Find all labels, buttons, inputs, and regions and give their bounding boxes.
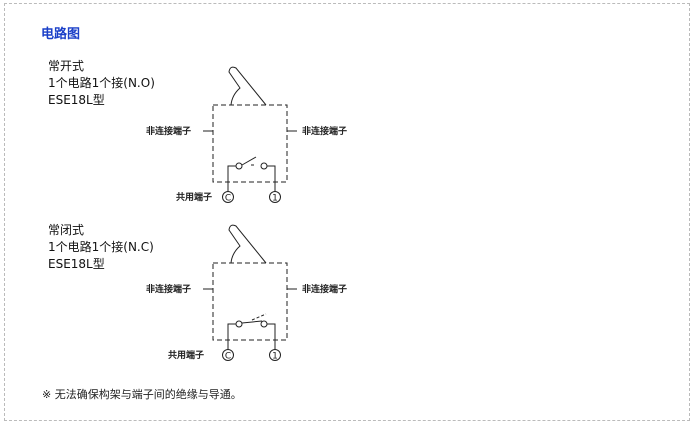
- no-right-label: 非连接端子: [302, 127, 348, 137]
- svg-text:1: 1: [272, 352, 278, 362]
- section-title: 电路图: [41, 27, 81, 42]
- svg-text:1: 1: [272, 194, 278, 204]
- nc-type: 常闭式: [48, 223, 85, 237]
- no-common-label: 共用端子: [176, 193, 213, 203]
- footnote: ※ 无法确保构架与端子间的绝缘与导通。: [42, 388, 242, 401]
- no-type: 常开式: [48, 59, 85, 73]
- nc-terminal-1: 1: [269, 349, 281, 362]
- no-common-terminal: C: [222, 191, 234, 204]
- nc-circuit: 1个电路1个接(N.C): [48, 240, 154, 254]
- no-left-label: 非连接端子: [146, 127, 192, 137]
- nc-common-label: 共用端子: [168, 351, 205, 361]
- svg-text:C: C: [225, 194, 231, 204]
- no-circuit: 1个电路1个接(N.O): [48, 76, 155, 90]
- no-model: ESE18L型: [48, 93, 105, 107]
- content-frame: [4, 3, 690, 421]
- no-switch-diagram: [203, 66, 297, 191]
- nc-switch-diagram: [203, 224, 297, 349]
- no-terminal-1: 1: [269, 191, 281, 204]
- svg-text:C: C: [225, 352, 231, 362]
- nc-common-terminal: C: [222, 349, 234, 362]
- nc-model: ESE18L型: [48, 257, 105, 271]
- nc-right-label: 非连接端子: [302, 285, 348, 295]
- nc-left-label: 非连接端子: [146, 285, 192, 295]
